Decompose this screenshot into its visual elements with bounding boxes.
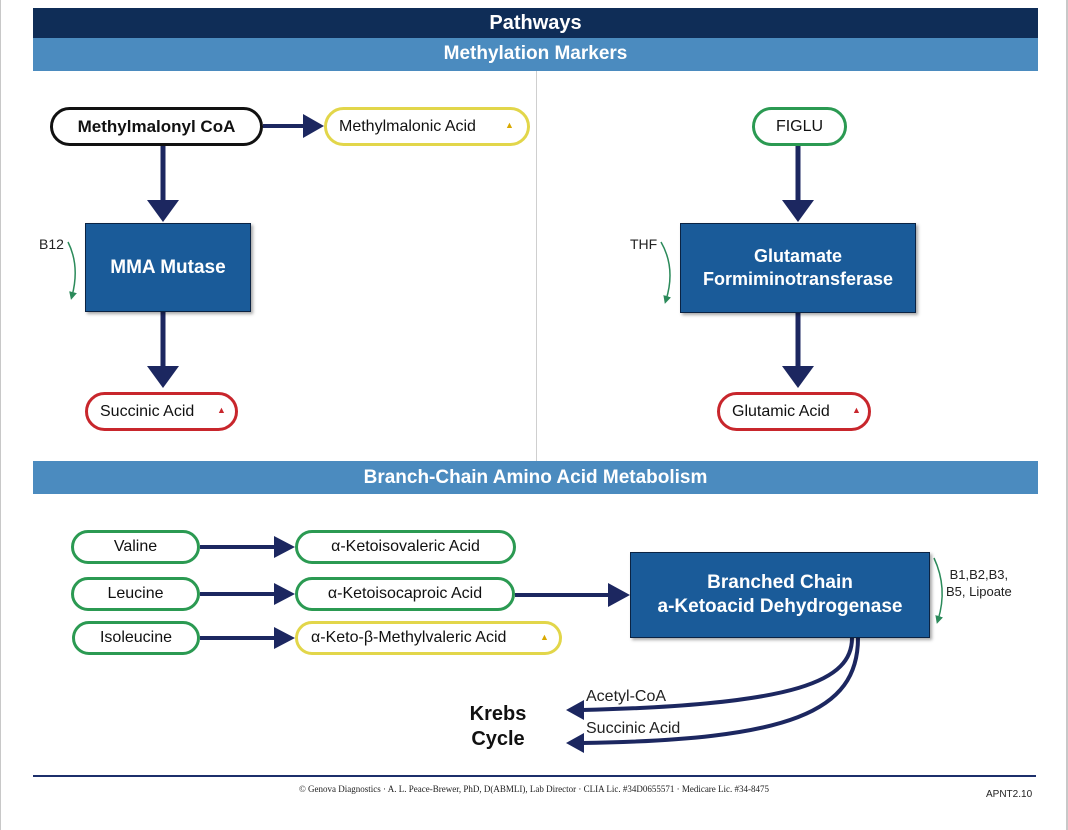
succinic-acid-node: Succinic Acid <box>85 392 238 431</box>
arrowhead-acetyl-coa <box>566 700 584 720</box>
methylation-markers-header: Methylation Markers <box>33 38 1038 71</box>
ketoisovaleric-acid-label: α-Ketoisovaleric Acid <box>331 538 480 555</box>
ketoisovaleric-acid-node: α-Ketoisovaleric Acid <box>295 530 516 564</box>
footer-divider <box>33 775 1036 777</box>
valine-node: Valine <box>71 530 200 564</box>
ketoisocaproic-acid-node: α-Ketoisocaproic Acid <box>295 577 515 611</box>
figlu-node: FIGLU <box>752 107 847 146</box>
succinic-acid-label: Succinic Acid <box>100 402 195 420</box>
cofactor-arrow-b12 <box>67 241 77 300</box>
keto-methylvaleric-acid-node: α-Keto-β-Methylvaleric Acid <box>295 621 562 655</box>
keto-methylvaleric-acid-label: α-Keto-β-Methylvaleric Acid <box>311 629 507 646</box>
isoleucine-label: Isoleucine <box>99 629 173 646</box>
arrow-mmcoa-to-mutase <box>147 145 179 222</box>
succinic-acid-flag: ▲ <box>217 405 226 415</box>
footer-report-code: APNT2.10 <box>986 789 1033 800</box>
page-border-right <box>1066 0 1068 830</box>
ketoisocaproic-acid-label: α-Ketoisocaproic Acid <box>327 585 483 602</box>
arrow-mmcoa-to-mma <box>263 114 324 138</box>
pathways-title: Pathways <box>33 8 1038 38</box>
arrow-valine <box>200 536 295 558</box>
methylmalonyl-coa-label: Methylmalonyl CoA <box>77 116 236 136</box>
bckdh-cofactors: B1,B2,B3, B5, Lipoate <box>946 566 1012 600</box>
bckdh-label-line1: Branched Chain <box>707 572 853 593</box>
arrow-enzyme-to-glutamic <box>782 313 814 388</box>
bckdh-label-line2: a-Ketoacid Dehydrogenase <box>657 596 903 617</box>
bckdh-enzyme-box: Branched Chain a-Ketoacid Dehydrogenase <box>630 552 930 638</box>
isoleucine-node: Isoleucine <box>72 621 200 655</box>
arrow-keto-to-bckdh <box>515 583 630 607</box>
mma-mutase-box: MMA Mutase <box>85 223 251 312</box>
succinic-acid-output-label: Succinic Acid <box>586 720 681 737</box>
arrow-isoleucine <box>200 627 295 649</box>
leucine-label: Leucine <box>107 585 164 602</box>
methylmalonic-acid-node: Methylmalonic Acid <box>324 107 530 146</box>
glutamic-acid-label: Glutamic Acid <box>732 402 830 420</box>
arrow-mutase-to-succinic <box>147 312 179 388</box>
arrow-leucine <box>200 583 295 605</box>
glutamic-acid-node: Glutamic Acid <box>717 392 871 431</box>
krebs-cycle-label: Krebs Cycle <box>458 702 538 752</box>
figlu-label: FIGLU <box>775 117 824 135</box>
page-border-left <box>0 0 1 830</box>
krebs-line1: Krebs <box>469 703 527 725</box>
arrow-to-succinic <box>581 637 860 745</box>
enzyme-label-line2: Formiminotransferase <box>702 269 894 289</box>
panel-divider <box>536 71 537 461</box>
bckdh-cofactors-line1: B1,B2,B3, <box>949 567 1009 582</box>
glutamic-acid-flag: ▲ <box>852 405 861 415</box>
leucine-node: Leucine <box>71 577 200 611</box>
arrow-to-acetyl-coa <box>581 637 854 712</box>
thf-cofactor-label: THF <box>630 236 658 252</box>
methylmalonic-acid-label: Methylmalonic Acid <box>339 117 476 135</box>
b12-cofactor-label: B12 <box>39 236 64 252</box>
footer-credit: © Genova Diagnostics · A. L. Peace-Brewe… <box>298 784 770 794</box>
valine-label: Valine <box>113 538 158 555</box>
keto-methylvaleric-acid-flag: ▲ <box>540 632 549 642</box>
methylmalonic-acid-flag: ▲ <box>505 120 514 130</box>
cofactor-arrow-bvitamins <box>933 557 944 624</box>
arrow-figlu-to-enzyme <box>782 146 814 222</box>
acetyl-coa-label: Acetyl-CoA <box>586 688 667 705</box>
methylmalonyl-coa-node: Methylmalonyl CoA <box>50 107 263 146</box>
cofactor-arrow-thf <box>660 241 672 304</box>
bckdh-cofactors-line2: B5, Lipoate <box>946 584 1012 599</box>
bcaa-header: Branch-Chain Amino Acid Metabolism <box>33 461 1038 494</box>
glutamate-formiminotransferase-box: Glutamate Formiminotransferase <box>680 223 916 313</box>
krebs-line2: Cycle <box>471 728 525 750</box>
enzyme-label-line1: Glutamate <box>753 246 843 266</box>
arrowhead-succinic <box>566 733 584 753</box>
mma-mutase-label: MMA Mutase <box>110 256 226 278</box>
